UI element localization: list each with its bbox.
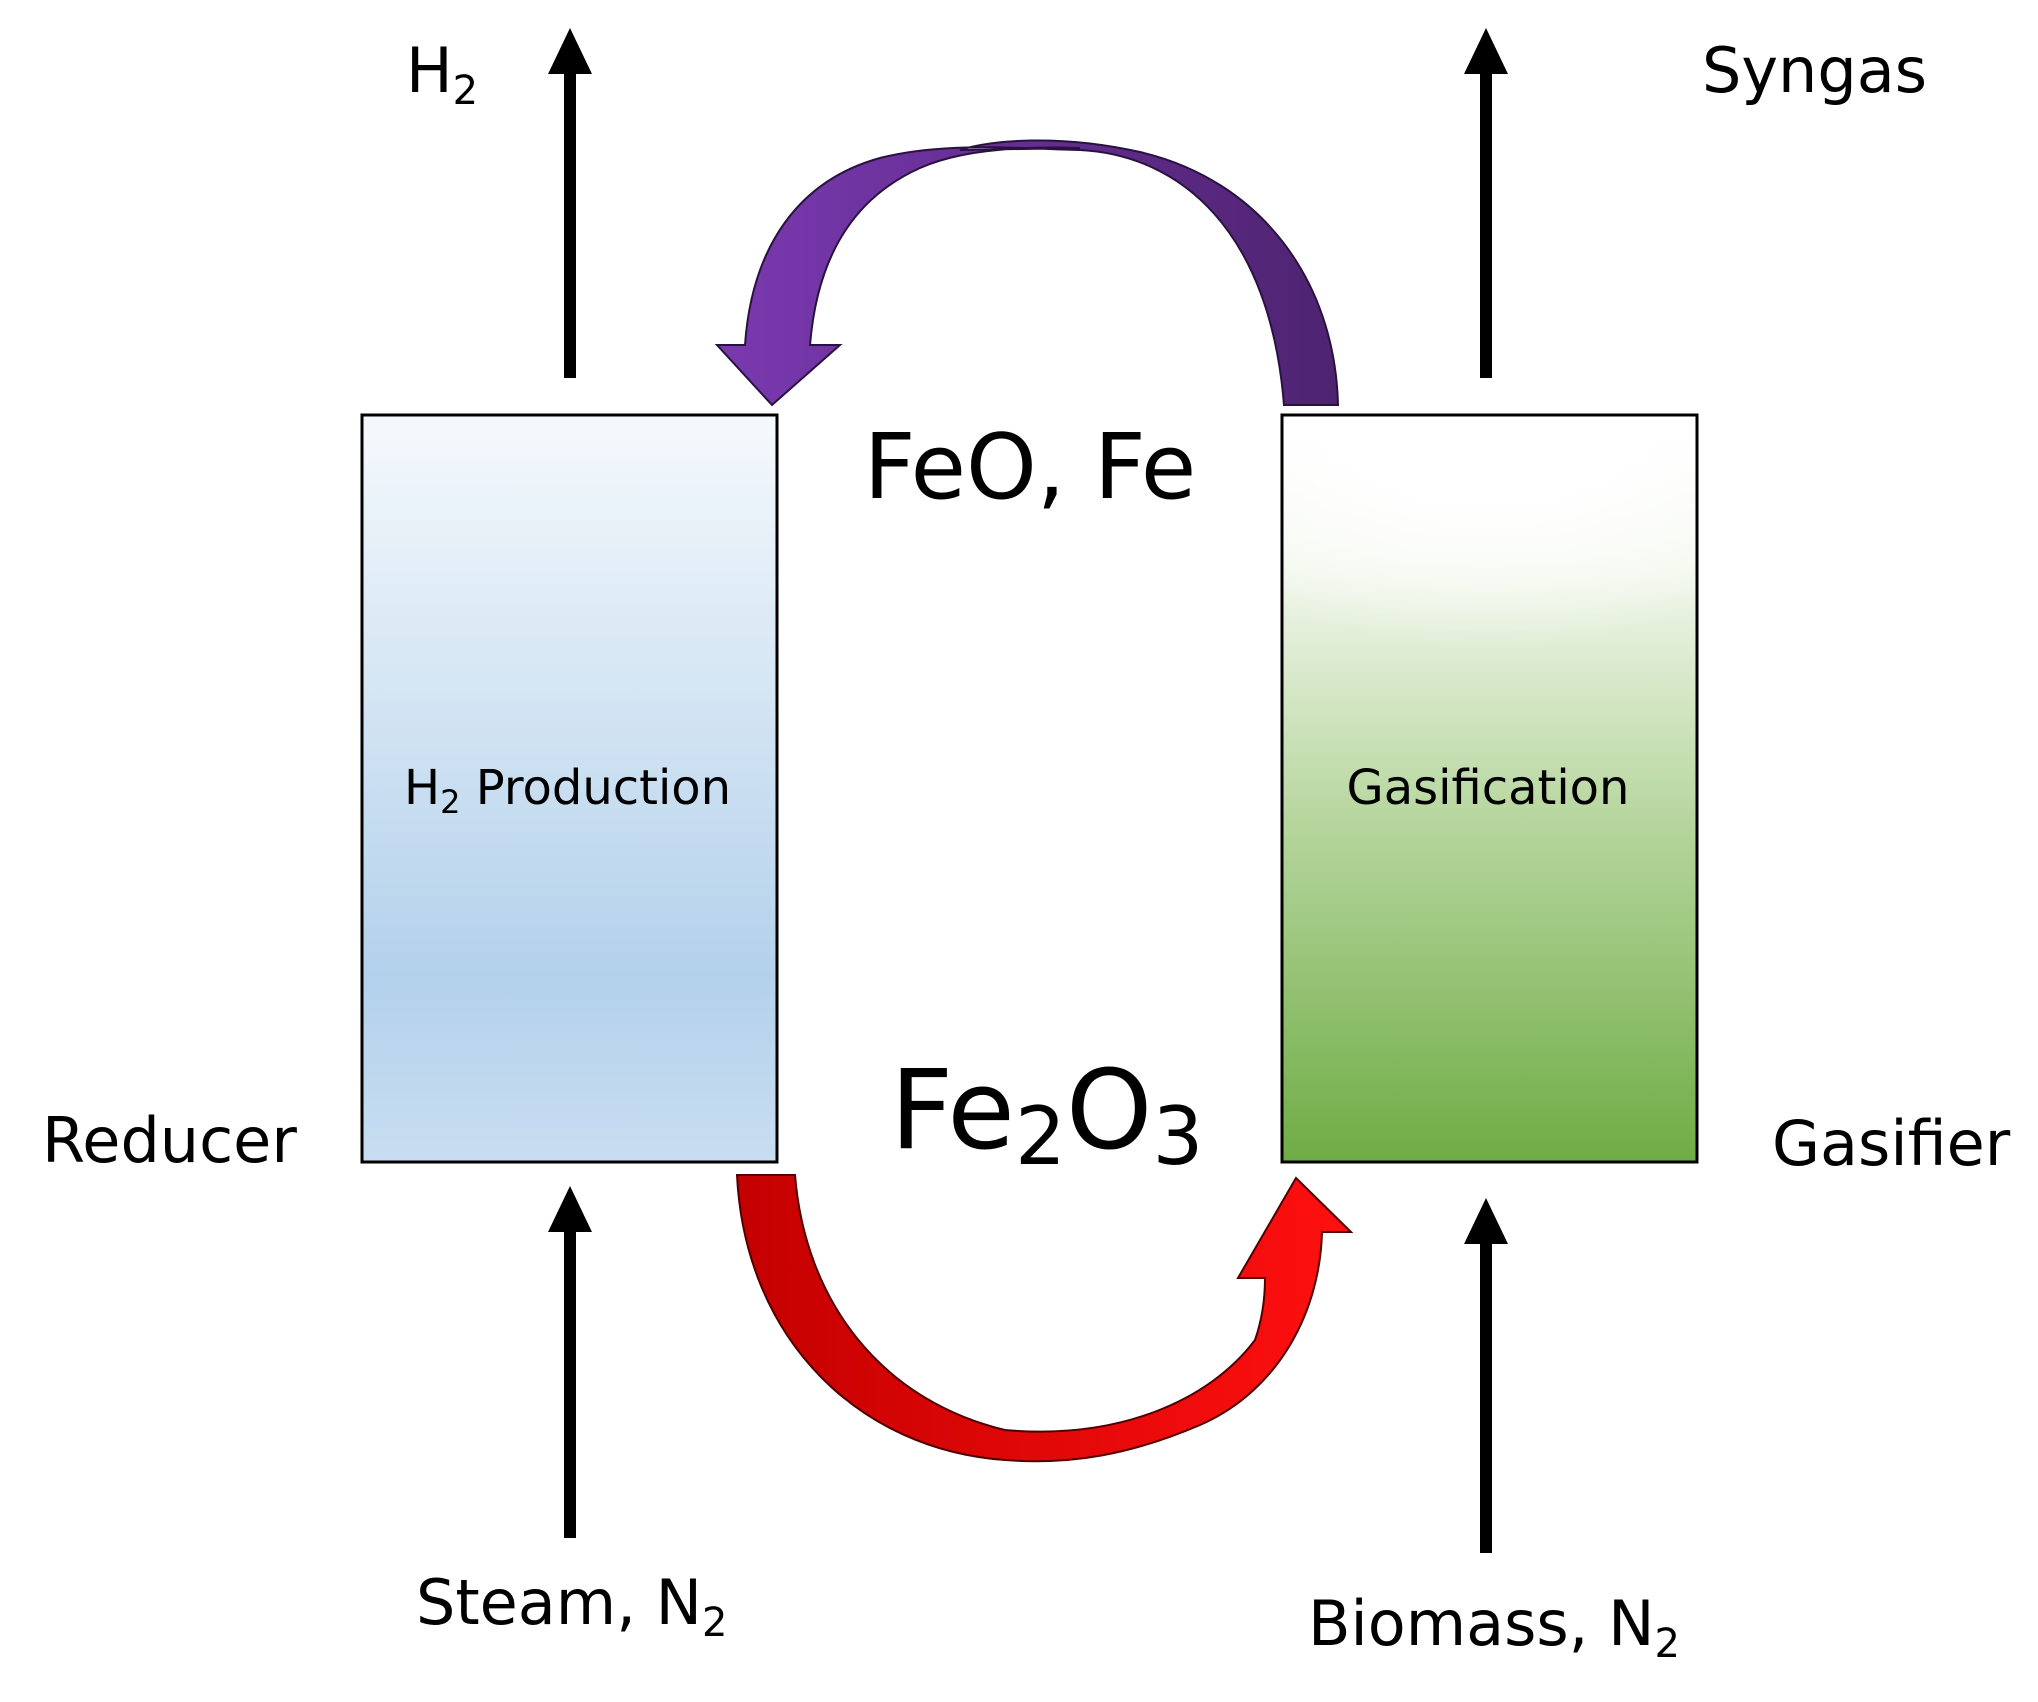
gasifier-label: Gasifier bbox=[1772, 1107, 2011, 1180]
steam-input-label: Steam, N2 bbox=[416, 1566, 727, 1646]
steam-input-arrow bbox=[548, 1186, 592, 1538]
syngas-output-arrow bbox=[1464, 28, 1508, 378]
gasification-label: Gasification bbox=[1347, 760, 1630, 816]
fe2o3-loop-arrow bbox=[735, 1174, 1354, 1463]
h2-production-label: H2 Production bbox=[404, 760, 731, 821]
fe2o3-label: Fe2O3 bbox=[890, 1046, 1203, 1183]
reducer-box bbox=[360, 413, 779, 1164]
gasifier-box bbox=[1280, 413, 1699, 1164]
reducer-label: Reducer bbox=[42, 1104, 297, 1177]
feo-fe-label: FeO, Fe bbox=[864, 415, 1197, 520]
syngas-output-label: Syngas bbox=[1702, 34, 1927, 107]
biomass-input-label: Biomass, N2 bbox=[1308, 1587, 1680, 1667]
h2-output-arrow bbox=[548, 28, 592, 378]
biomass-input-arrow bbox=[1464, 1198, 1508, 1553]
feo-fe-loop-arrow bbox=[714, 139, 1340, 407]
h2-output-label: H2 bbox=[406, 34, 478, 114]
